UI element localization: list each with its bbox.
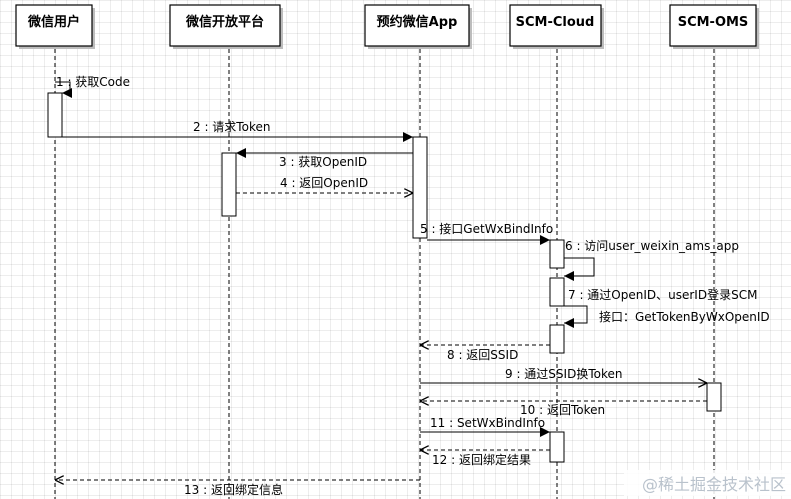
activation-cloud-2 [549, 277, 565, 307]
message-1-label: 1 : 获取Code [56, 75, 130, 89]
watermark-text: @稀土掘金技术社区 [642, 475, 786, 494]
message-2-label: 2 : 请求Token [193, 120, 270, 134]
message-6-arrow [564, 257, 595, 281]
activation-cloud-3 [549, 324, 565, 354]
participant-user: 微信用户 [15, 4, 95, 49]
activation-app [412, 136, 428, 239]
participant-cloud: SCM-Cloud [509, 4, 604, 49]
message-7-label: 7 : 通过OpenID、userID登录SCM [568, 287, 757, 302]
message-3-label: 3 : 获取OpenID [279, 155, 367, 169]
message-8-label: 8 : 返回SSID [447, 348, 518, 362]
activations [47, 92, 722, 463]
message-13-label: 13 : 返回绑定信息 [184, 482, 283, 497]
message-1-arrow [55, 81, 72, 98]
message-12-label: 12 : 返回绑定结果 [432, 452, 531, 467]
lifelines [54, 49, 715, 499]
participant-cloud-label: SCM-Cloud [516, 15, 595, 30]
participant-app-label: 预约微信App [377, 14, 458, 30]
messages: 1 : 获取Code 2 : 请求Token 3 : 获取OpenID 4 : … [55, 75, 770, 497]
watermark: @稀土掘金技术社区 [624, 470, 791, 496]
message-11-label: 11 : SetWxBindInfo [430, 416, 545, 430]
message-10-label: 10 : 返回Token [520, 403, 605, 417]
participant-oms-label: SCM-OMS [678, 15, 749, 30]
message-9-label: 9 : 通过SSID换Token [505, 367, 622, 381]
activation-oms [706, 382, 722, 412]
participant-app: 预约微信App [364, 4, 472, 49]
activation-open [221, 152, 237, 217]
message-7-arrow [564, 305, 588, 328]
participant-user-label: 微信用户 [27, 14, 80, 30]
participant-open-label: 微信开放平台 [185, 14, 264, 30]
participant-open: 微信开放平台 [169, 4, 283, 49]
activation-cloud-1 [549, 239, 565, 269]
message-6-label: 6 : 访问user_weixin_ams_app [565, 239, 739, 253]
message-4-label: 4 : 返回OpenID [280, 176, 368, 190]
activation-user [47, 92, 63, 138]
message-5-label: 5 : 接口GetWxBindInfo [420, 221, 553, 236]
activation-cloud-4 [549, 431, 565, 463]
message-7-sublabel: 接口：GetTokenByWxOpenID [599, 309, 770, 324]
participant-oms: SCM-OMS [669, 4, 759, 49]
